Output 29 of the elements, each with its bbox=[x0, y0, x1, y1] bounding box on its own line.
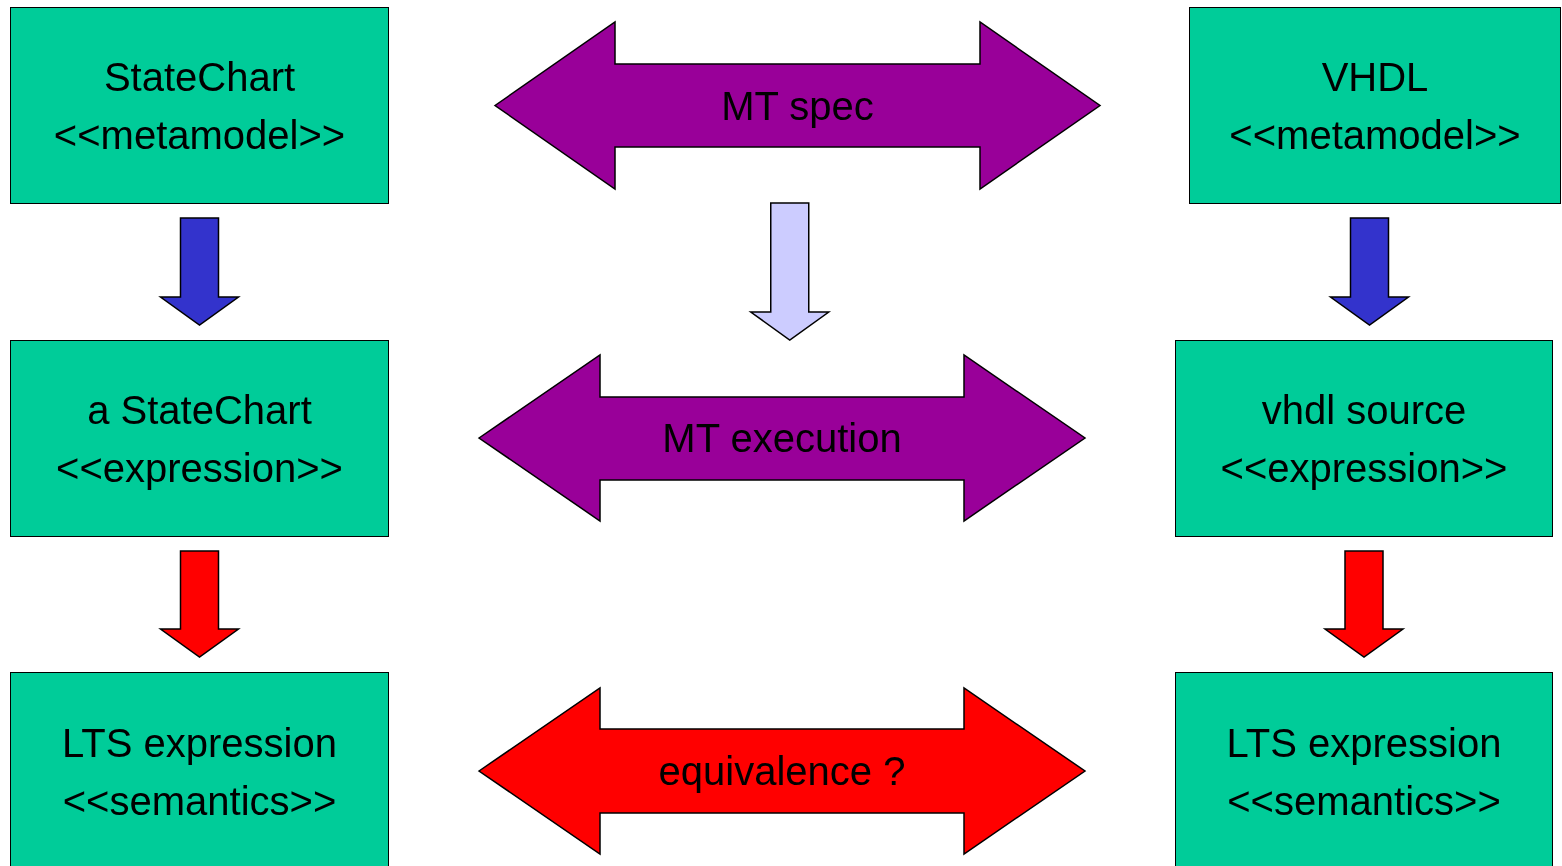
process-box bbox=[1175, 672, 1553, 866]
block-arrow bbox=[1328, 217, 1411, 326]
stereotype-label: <<metamodel>> bbox=[53, 111, 346, 159]
process-box bbox=[1189, 7, 1561, 204]
stereotype-label: <<expression>> bbox=[1220, 444, 1508, 492]
block-arrow bbox=[1322, 550, 1406, 658]
node-title: MT execution bbox=[662, 415, 902, 462]
stereotype-label: <<expression>> bbox=[56, 444, 343, 492]
node-title: MT spec bbox=[721, 82, 874, 130]
stereotype-label: <<semantics>> bbox=[62, 778, 337, 825]
node-title: StateChart bbox=[103, 53, 296, 101]
block-arrow bbox=[748, 202, 832, 341]
block-arrow bbox=[158, 217, 241, 326]
node-title: LTS expression bbox=[62, 720, 337, 767]
stereotype-label: <<semantics>> bbox=[1227, 778, 1501, 825]
block-arrow bbox=[158, 550, 241, 658]
double-arrow-shape bbox=[479, 355, 1085, 521]
process-box bbox=[10, 340, 389, 537]
node-title: a StateChart bbox=[87, 386, 312, 434]
process-box bbox=[10, 7, 389, 204]
node-title: VHDL bbox=[1321, 53, 1429, 101]
node-title: vhdl source bbox=[1261, 386, 1467, 434]
node-title: equivalence ? bbox=[658, 748, 906, 795]
node-title: LTS expression bbox=[1226, 720, 1502, 767]
double-arrow-shape bbox=[495, 22, 1100, 189]
process-box bbox=[1175, 340, 1553, 537]
stereotype-label: <<metamodel>> bbox=[1229, 111, 1521, 159]
process-box bbox=[10, 672, 389, 866]
double-arrow-shape bbox=[479, 688, 1085, 854]
